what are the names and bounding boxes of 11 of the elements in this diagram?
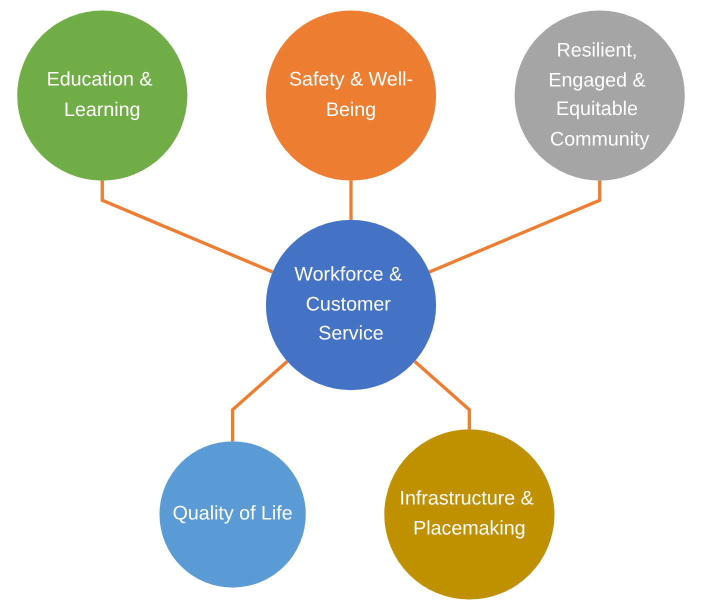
node-circle: Resilient, Engaged & Equitable Community <box>514 10 685 181</box>
connector <box>414 360 472 430</box>
node-circle: Workforce & Customer Service <box>266 220 436 390</box>
connector <box>100 180 274 274</box>
connector <box>230 360 288 442</box>
connector <box>428 180 602 274</box>
node-circle: Safety & Well-Being <box>266 10 436 181</box>
node-circle: Infrastructure & Placemaking <box>384 429 554 600</box>
connector <box>349 180 353 220</box>
node-circle: Quality of Life <box>160 441 306 588</box>
node-circle: Education & Learning <box>17 10 188 181</box>
